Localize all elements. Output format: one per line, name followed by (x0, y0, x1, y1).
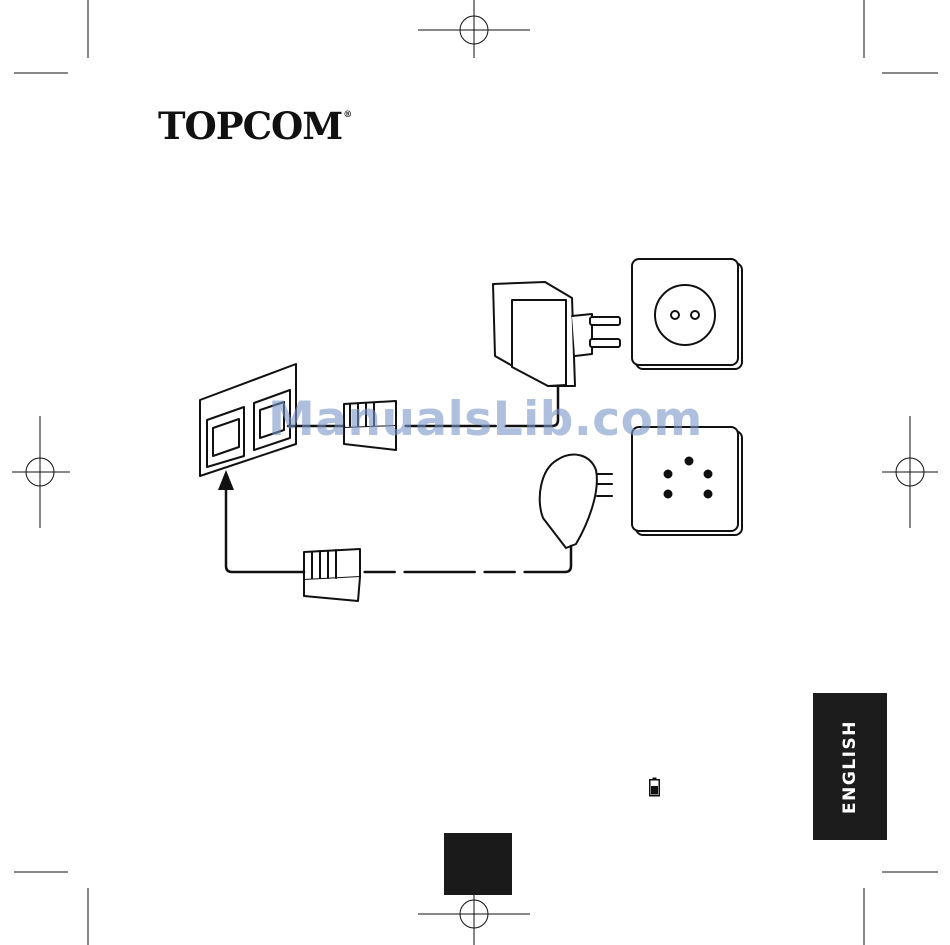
language-label: ENGLISH (840, 720, 860, 814)
watermark-text: ManualsLib.com (268, 392, 703, 447)
power-socket-icon (632, 259, 742, 369)
telephone-cable (226, 486, 304, 572)
language-tab: ENGLISH (813, 693, 887, 840)
page-number-box (444, 833, 512, 895)
rj-connector-icon (304, 549, 360, 601)
telephone-plug-icon (540, 455, 612, 548)
power-adapter-icon (493, 282, 620, 386)
battery-icon (649, 777, 661, 797)
arrow-up-icon (218, 470, 234, 490)
telephone-cable (360, 546, 571, 572)
